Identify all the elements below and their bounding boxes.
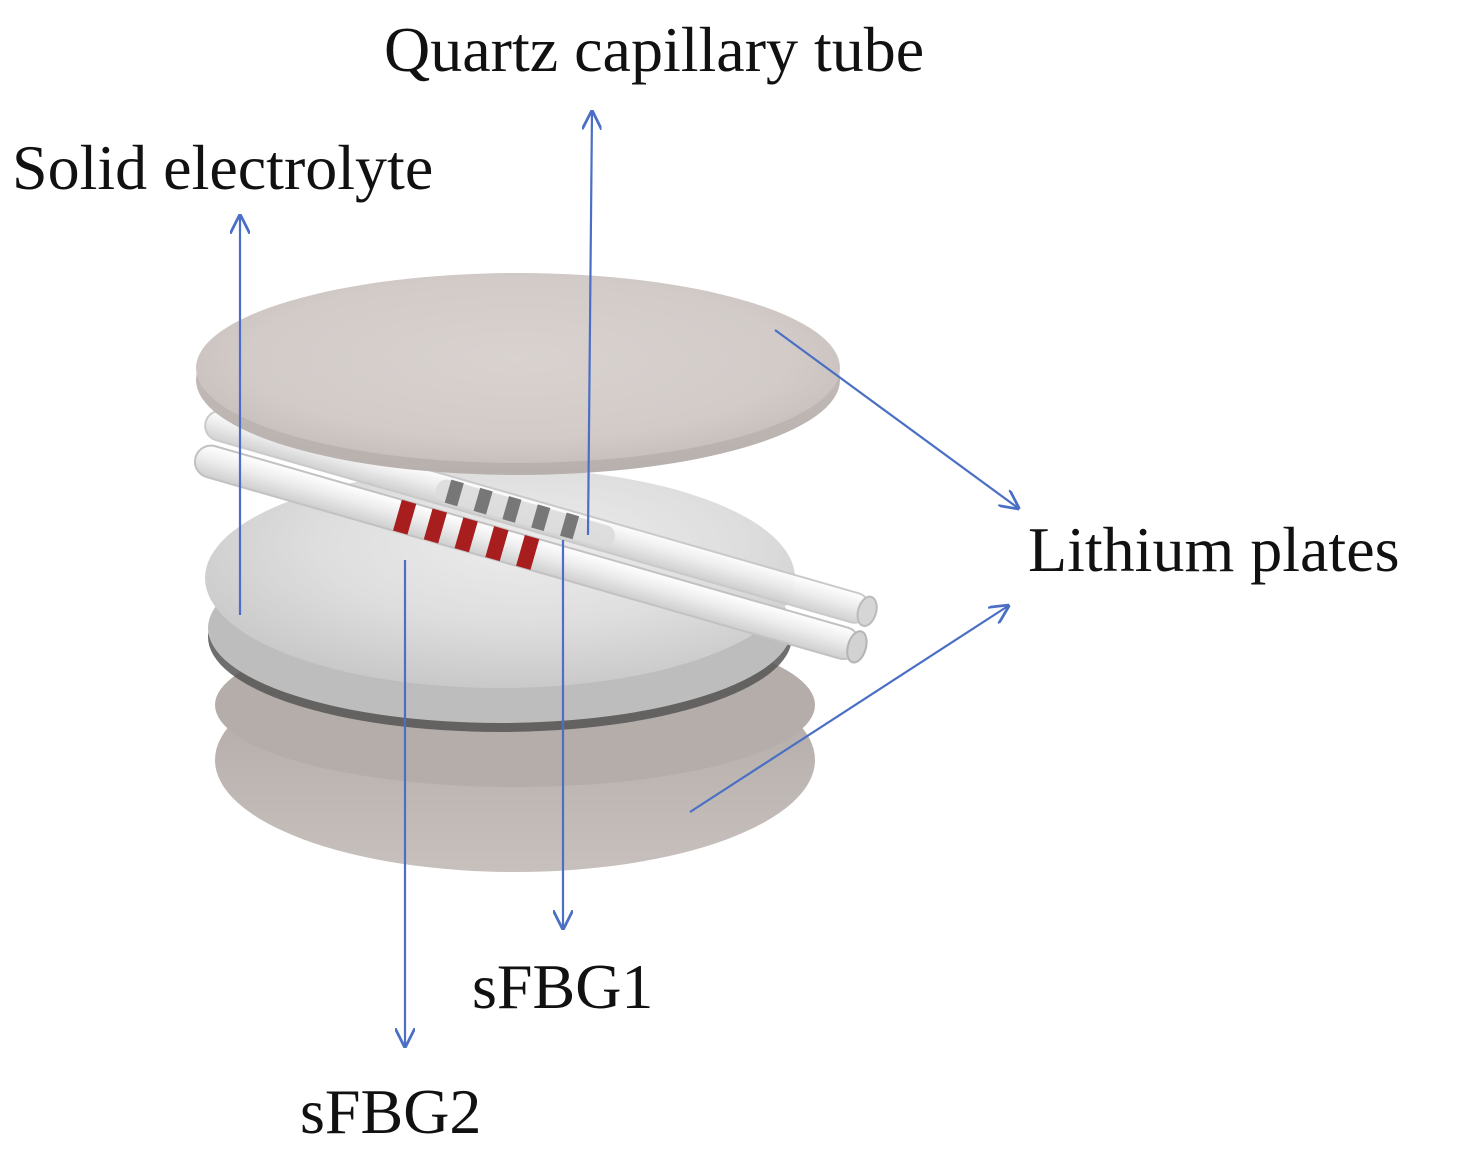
label-lithium-plates: Lithium plates [1028, 514, 1400, 585]
label-quartz-capillary-tube: Quartz capillary tube [384, 14, 925, 85]
callout-arrows [240, 112, 1018, 1046]
arrow-lithium-bottom [689, 606, 1008, 813]
label-sfbg1: sFBG1 [472, 951, 654, 1022]
arrow-quartz [588, 112, 592, 536]
sfbg1-grating [444, 479, 580, 540]
sfbg2-grating [393, 499, 540, 570]
label-sfbg2: sFBG2 [300, 1076, 482, 1147]
arrow-lithium-top [774, 329, 1018, 508]
top-lithium-plate [196, 273, 840, 475]
label-solid-electrolyte: Solid electrolyte [12, 132, 434, 203]
